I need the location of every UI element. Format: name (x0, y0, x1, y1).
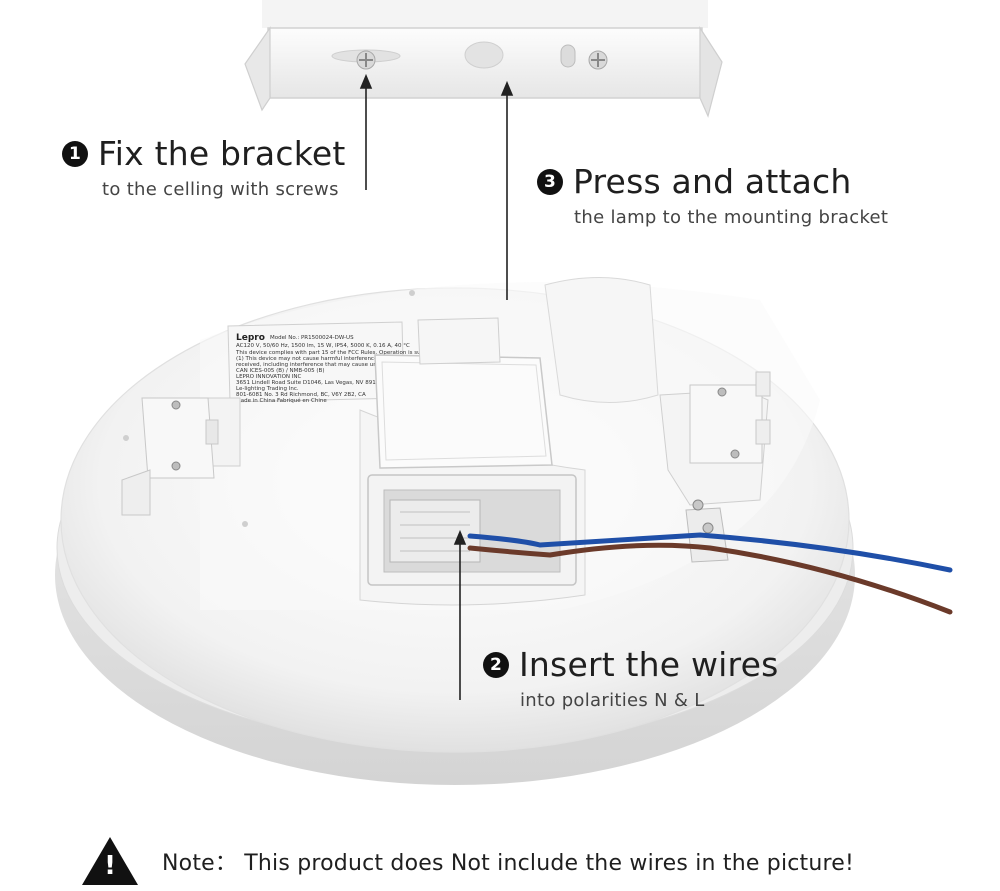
label-line: received, including interference that ma… (236, 362, 397, 368)
right-mounting-clip (659, 371, 771, 506)
label-line: 801-6081 No. 3 Rd Richmond, BC, V6Y 2B2,… (236, 392, 366, 398)
step-title: Press and attach (573, 162, 852, 201)
label-line: Le-lighting Trading Inc. (236, 386, 299, 392)
note-text: Note： This product does Not include the … (162, 851, 855, 876)
step-number-badge: 2 (483, 651, 509, 678)
arrows (359, 73, 514, 700)
product-label: Lepro Model No.: PR1500024-DW-US AC120 V… (227, 321, 425, 404)
step-title: Insert the wires (519, 645, 779, 684)
label-line: 3651 Lindell Road Suite D1046, Las Vegas… (236, 380, 383, 386)
label-line: AC120 V, 50/60 Hz, 1500 lm, 15 W, IP54, … (236, 343, 410, 349)
step-fix-bracket: 1 Fix the bracket to the celling with sc… (62, 134, 345, 200)
label-line: (1) This device may not cause harmful in… (236, 356, 413, 362)
note-banner: ! Note： This product does Not include th… (80, 835, 854, 887)
label-brand: Lepro (236, 333, 265, 343)
warning-icon: ! (80, 835, 140, 887)
left-mounting-clip (121, 397, 241, 516)
step-number-badge: 3 (537, 168, 563, 195)
step-subtitle: the lamp to the mounting bracket (574, 207, 889, 228)
step-title: Fix the bracket (98, 134, 346, 173)
wires (467, 532, 953, 615)
step-number-badge: 1 (62, 140, 88, 167)
step-subtitle: to the celling with screws (102, 179, 339, 200)
lamp-channel (544, 277, 659, 403)
step-subtitle: into polarities N & L (520, 690, 705, 711)
label-line: LEPRO INNOVATION INC (236, 374, 301, 380)
label-line: CAN ICES-005 (B) / NMB-005 (B) (236, 368, 324, 374)
terminal-box (359, 317, 586, 606)
mounting-bracket (244, 0, 723, 118)
step-insert-wires: 2 Insert the wires into polarities N & L (483, 645, 778, 711)
label-model: Model No.: PR1500024-DW-US (270, 335, 354, 341)
step-press-attach: 3 Press and attach the lamp to the mount… (537, 162, 888, 228)
label-line: This device complies with part 15 of the… (235, 350, 425, 356)
label-line: Made in China Fabriqué en Chine (236, 397, 327, 404)
